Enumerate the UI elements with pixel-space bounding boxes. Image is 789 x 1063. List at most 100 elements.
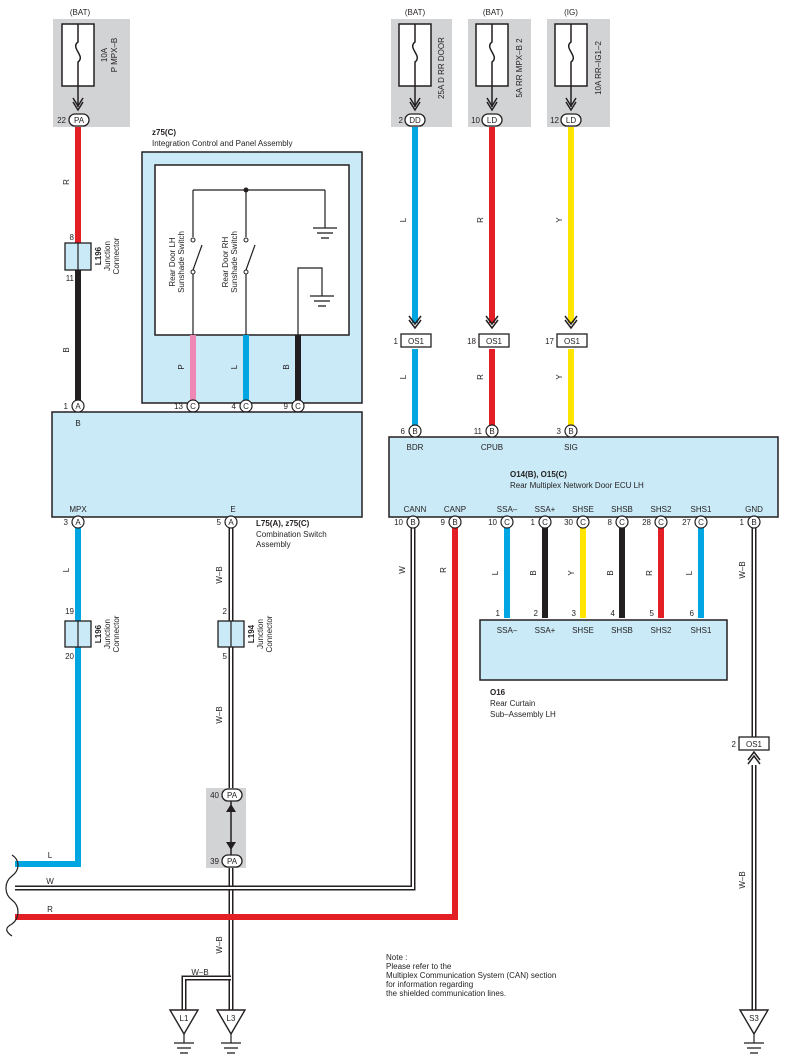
fuse-source-label: (IG) — [564, 8, 578, 17]
wire-label: B — [529, 570, 538, 575]
wire-label: Y — [555, 217, 564, 223]
terminal-label: MPX — [69, 505, 87, 514]
connector-code: B — [452, 518, 457, 527]
wire-label: L — [685, 570, 694, 575]
terminal-label: BDR — [407, 443, 424, 452]
pin-number: 4 — [611, 609, 616, 618]
component-name: Integration Control and Panel Assembly — [152, 139, 293, 148]
component-name: Sub–Assembly LH — [490, 710, 556, 719]
pin-number: 5 — [223, 652, 228, 661]
os1-connector: 1 OS1 — [394, 315, 432, 348]
terminal-label: SHSE — [572, 626, 594, 635]
arrow-down-icon — [226, 842, 236, 850]
pin-number: 27 — [682, 518, 691, 527]
connector-code: A — [75, 402, 81, 411]
arrow-up-icon — [226, 804, 236, 812]
pin-number: 1 — [394, 337, 399, 346]
connector-code: C — [190, 402, 196, 411]
wire-label: L — [491, 570, 500, 575]
connector-code: C — [698, 518, 704, 527]
terminal-label: SHSB — [611, 505, 633, 514]
ground-icon — [221, 1042, 241, 1054]
ground-label: L1 — [180, 1014, 189, 1023]
component-name: Rear Curtain — [490, 699, 535, 708]
ground-label: L3 — [227, 1014, 236, 1023]
pin-number: 40 — [210, 791, 219, 800]
connector-code: C — [504, 518, 510, 527]
terminal-label: SHS1 — [691, 505, 712, 514]
fuse-label: 25A D RR DOOR — [437, 37, 446, 99]
terminal-label: GND — [745, 505, 763, 514]
wire-label: W–B — [215, 936, 224, 953]
switch-label: Sunshade Switch — [177, 231, 186, 293]
ground-label: S3 — [749, 1014, 759, 1023]
switch-label: Sunshade Switch — [230, 231, 239, 293]
wire-label: B — [606, 570, 615, 575]
connector-code: C — [243, 402, 249, 411]
wire-label: W–B — [215, 566, 224, 583]
pin-number: 1 — [496, 609, 501, 618]
pin-number: 4 — [232, 402, 237, 411]
pin-number: 10 — [394, 518, 403, 527]
connector-code: B — [751, 518, 756, 527]
component-id: z75(C) — [152, 128, 176, 137]
wire-label: W — [46, 877, 54, 886]
ecu-rear-multiplex-door: 6 B BDR 11 B CPUB 3 B SIG O14(B), O15(C)… — [388, 424, 779, 529]
pin-number: 3 — [557, 427, 562, 436]
switch-icon — [192, 244, 203, 271]
component-id: L194 — [247, 624, 256, 643]
pin-number: 5 — [650, 609, 655, 618]
pin-number: 3 — [572, 609, 577, 618]
pin-number: 2 — [534, 609, 539, 618]
pin-number: 11 — [66, 274, 75, 283]
wire-label: L — [230, 364, 239, 369]
pin-number: 1 — [740, 518, 745, 527]
component-name: Combination Switch — [256, 530, 327, 539]
fuse-rr-mpx-b2: (BAT) 5A RR MPX–B 2 10 LD — [468, 8, 531, 127]
pa-junction-connector: 40 PA 39 PA — [206, 788, 246, 868]
pin-number: 30 — [564, 518, 573, 527]
wire-label: W–B — [738, 561, 747, 578]
wire-label: R — [439, 567, 448, 573]
fuse-rr-ig1-2: (IG) 10A RR–IG1–2 12 LD — [547, 8, 610, 127]
os1-connector: 17 OS1 — [545, 315, 588, 348]
fuse-source-label: (BAT) — [70, 8, 91, 17]
component-name: Connector — [112, 615, 121, 652]
component-id: L196 — [94, 246, 103, 265]
ground-icon — [310, 295, 334, 307]
wire-red — [15, 528, 458, 920]
switch-label: Rear Door LH — [168, 237, 177, 287]
component-id: O14(B), O15(C) — [510, 470, 567, 479]
pin-number: 22 — [57, 116, 66, 125]
pin-number: 12 — [550, 116, 559, 125]
ground-triangle-icon — [738, 1009, 770, 1036]
connector-code: C — [580, 518, 586, 527]
component-id: L196 — [94, 624, 103, 643]
component-name: Junction — [103, 619, 112, 649]
pin-number: 5 — [217, 518, 222, 527]
pin-number: 28 — [642, 518, 651, 527]
component-box — [388, 436, 779, 518]
note-line: Multiplex Communication System (CAN) sec… — [386, 971, 556, 980]
connector-code: B — [412, 427, 417, 436]
ground-l1: L1 — [168, 1009, 200, 1054]
wire-label: B — [62, 347, 71, 352]
switch-label: Rear Door RH — [221, 236, 230, 287]
terminal-label: SSA– — [497, 626, 518, 635]
component-id: L75(A), z75(C) — [256, 519, 310, 528]
os1-connector: 18 OS1 — [467, 315, 510, 348]
note: Note : Please refer to the Multiplex Com… — [386, 953, 556, 998]
pin-number: 8 — [70, 233, 75, 242]
wire-label: Y — [555, 374, 564, 380]
wire-label: R — [476, 374, 485, 380]
terminal-label: CPUB — [481, 443, 503, 452]
component-name: Rear Multiplex Network Door ECU LH — [510, 481, 644, 490]
fuse-source-label: (BAT) — [405, 8, 426, 17]
wire-label: B — [282, 364, 291, 369]
pin-number: 9 — [284, 402, 289, 411]
connector-code: PA — [74, 116, 85, 125]
connector-code: OS1 — [408, 337, 425, 346]
terminal-label: SSA+ — [535, 626, 556, 635]
component-name: Junction — [256, 619, 265, 649]
connector-code: C — [658, 518, 664, 527]
